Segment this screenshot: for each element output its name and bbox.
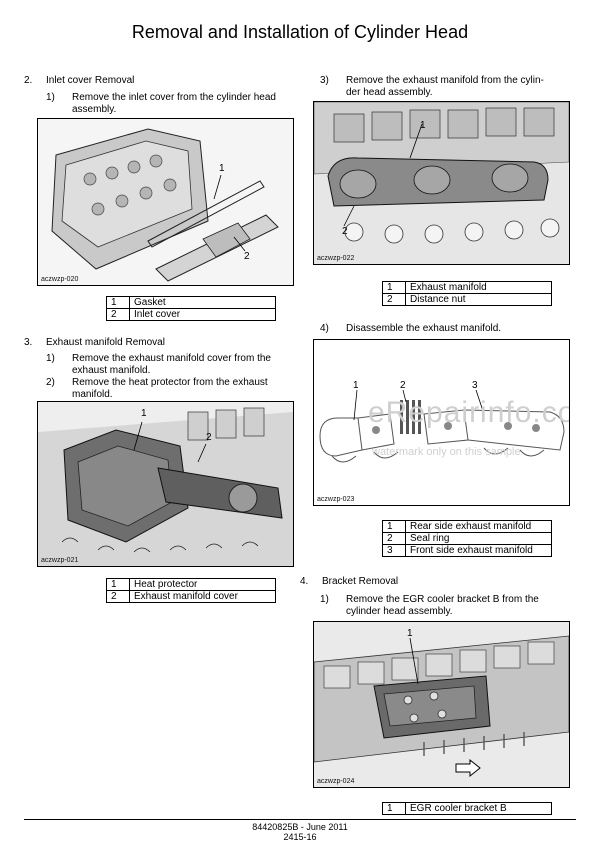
legend-number: 1 [106, 296, 130, 309]
legend-number: 1 [382, 802, 406, 815]
page-title: Removal and Installation of Cylinder Hea… [131, 22, 469, 42]
step-text: assembly. [72, 104, 117, 115]
step-text: cylinder head assembly. [346, 606, 453, 617]
engine-illustration [314, 622, 569, 787]
callout-2: 2 [206, 432, 212, 443]
step-text: Remove the inlet cover from the cylinder… [72, 92, 276, 103]
step-number: 3) [320, 75, 329, 86]
footer-page-number: 2415-16 [283, 832, 317, 842]
section-title: Exhaust manifold Removal [46, 337, 165, 348]
legend-number: 3 [382, 544, 406, 557]
step-number: 1) [46, 92, 55, 103]
section-title: Inlet cover Removal [46, 75, 135, 86]
figure-label: aczwzp-024 [317, 778, 355, 785]
callout-1: 1 [420, 120, 426, 131]
step-number: 1) [320, 594, 329, 605]
footer-doc-id: 84420825B - June 2011 [252, 822, 348, 832]
figure-label: aczwzp-023 [317, 496, 355, 503]
legend-text: Inlet cover [129, 308, 276, 321]
step-text: manifold. [72, 389, 113, 400]
legend-text: Distance nut [405, 293, 552, 306]
figure-exhaust-manifold: 1 2 aczwzp-022 [313, 101, 570, 265]
section-number: 3. [24, 337, 33, 348]
callout-1: 1 [141, 408, 147, 419]
callout-2: 2 [244, 251, 250, 262]
step-text: Remove the exhaust manifold cover from t… [72, 353, 271, 364]
legend-text: Exhaust manifold cover [129, 590, 276, 603]
step-number: 2) [46, 377, 55, 388]
legend-text: Rear side exhaust manifold [405, 520, 552, 533]
section-number: 4. [300, 576, 309, 587]
watermark-text: eRepairinfo.com [368, 396, 569, 429]
legend-text: Front side exhaust manifold [405, 544, 552, 557]
step-text: Disassemble the exhaust manifold. [346, 323, 502, 334]
callout-1: 1 [353, 380, 359, 391]
legend-number: 2 [106, 590, 130, 603]
step-text: der head assembly. [346, 87, 433, 98]
figure-inlet-cover: 1 2 aczwzp-020 [37, 118, 294, 286]
step-number: 1) [46, 353, 55, 364]
legend-text: Seal ring [405, 532, 552, 545]
legend-text: Exhaust manifold [405, 281, 552, 294]
section-title: Bracket Removal [322, 576, 399, 587]
legend-text: Heat protector [129, 578, 276, 591]
legend-number: 1 [382, 281, 406, 294]
figure-label: aczwzp-021 [41, 557, 79, 564]
callout-1: 1 [407, 628, 413, 639]
legend-number: 1 [382, 520, 406, 533]
figure-label: aczwzp-020 [41, 276, 79, 283]
figure-label: aczwzp-022 [317, 255, 355, 262]
figure-exhaust-cover: 1 2 aczwzp-021 [37, 401, 294, 567]
legend-number: 2 [106, 308, 130, 321]
callout-3: 3 [472, 380, 478, 391]
callout-2: 2 [342, 226, 348, 237]
section-number: 2. [24, 75, 33, 86]
watermark-subtext: watermark only on this sample [372, 446, 521, 458]
step-text: Remove the EGR cooler bracket B from the [346, 594, 539, 605]
legend-number: 2 [382, 293, 406, 306]
step-number: 4) [320, 323, 329, 334]
step-text: Remove the heat protector from the exhau… [72, 377, 268, 388]
step-text: exhaust manifold. [72, 365, 151, 376]
manifold-illustration [314, 340, 569, 505]
legend-text: Gasket [129, 296, 276, 309]
callout-2: 2 [400, 380, 406, 391]
legend-number: 1 [106, 578, 130, 591]
engine-illustration [314, 102, 569, 264]
engine-illustration [38, 119, 293, 285]
legend-number: 2 [382, 532, 406, 545]
step-text: Remove the exhaust manifold from the cyl… [346, 75, 544, 86]
engine-illustration [38, 402, 293, 566]
figure-egr-bracket: 1 aczwzp-024 [313, 621, 570, 788]
callout-1: 1 [219, 163, 225, 174]
figure-manifold-disassembly: eRepairinfo.com watermark only on this s… [313, 339, 570, 506]
footer-rule [24, 819, 576, 820]
legend-text: EGR cooler bracket B [405, 802, 552, 815]
